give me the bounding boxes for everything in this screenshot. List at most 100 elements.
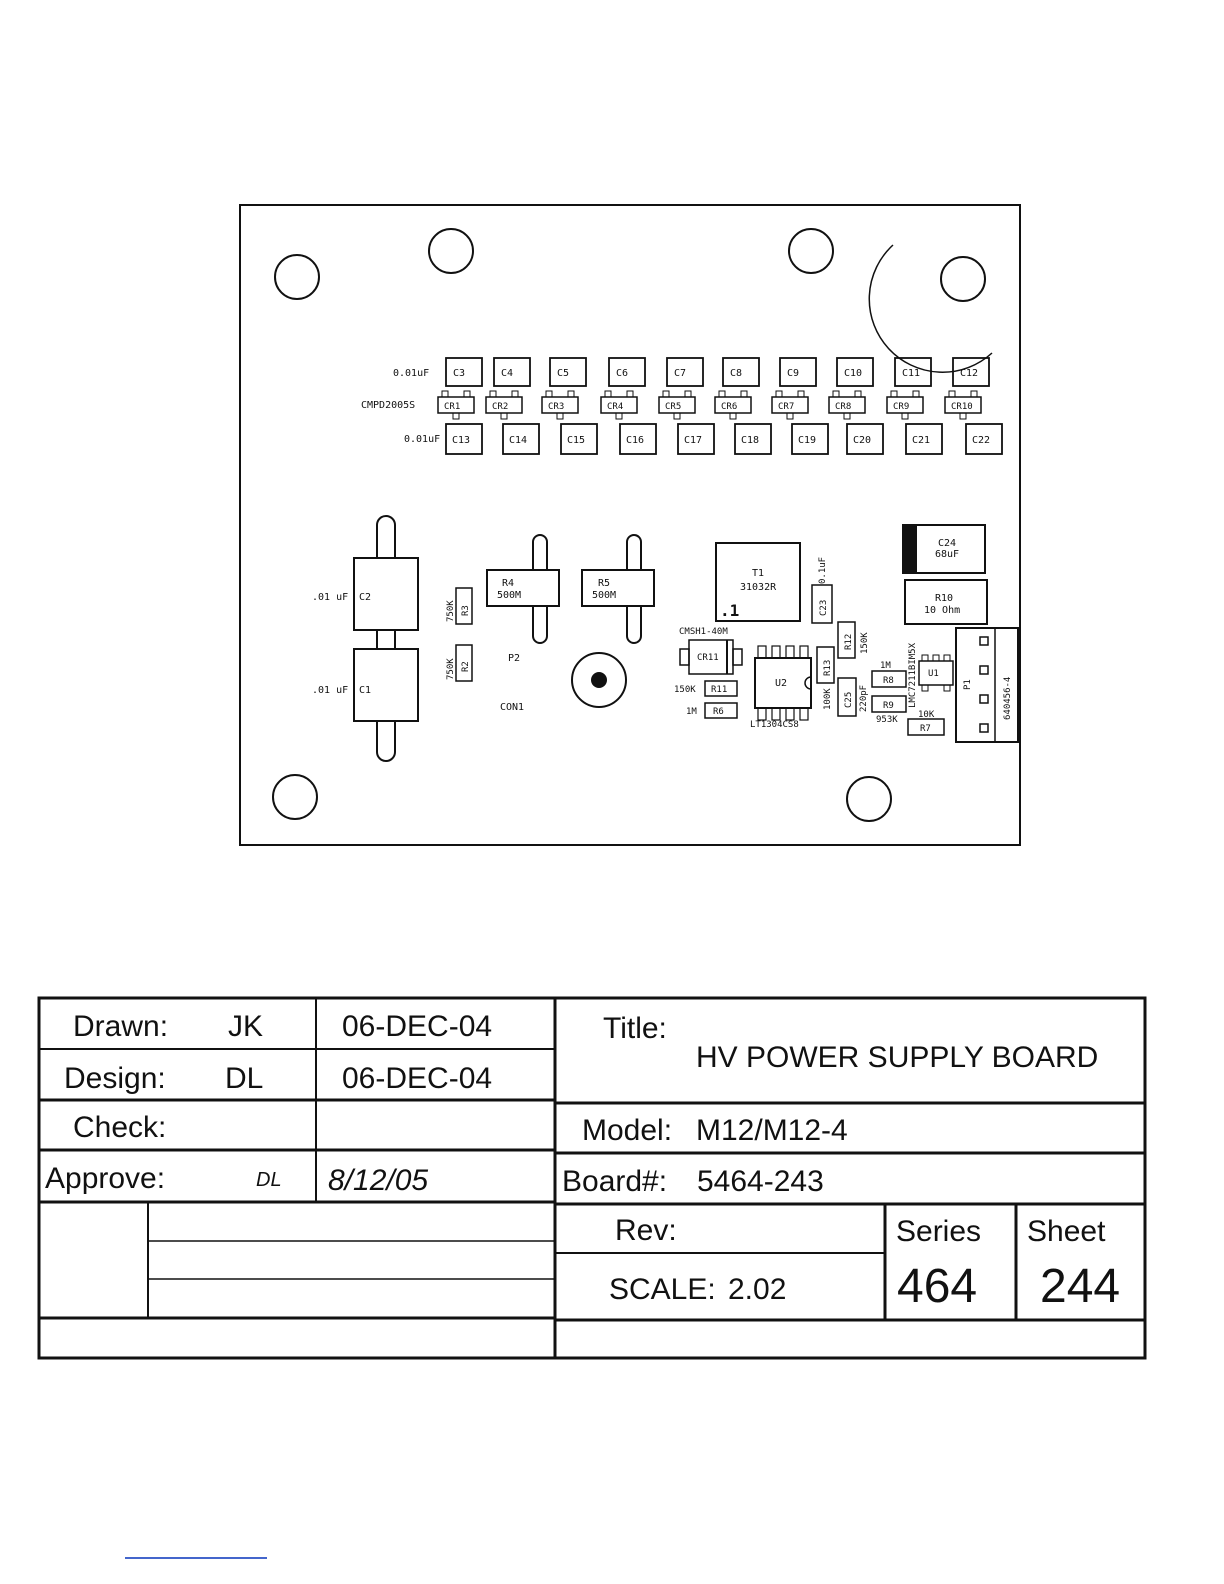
check-label: Check: (73, 1111, 166, 1144)
u2-notch (804, 676, 812, 690)
cr11-part: CMSH1-40M (679, 627, 728, 637)
diode-lead (843, 412, 851, 420)
capacitor-ref: C4 (501, 368, 513, 379)
mounting-hole (788, 228, 834, 274)
r11-value: 150K (674, 685, 696, 695)
capacitor (836, 357, 874, 387)
r12-value: 150K (860, 632, 870, 654)
r9-value: 953K (876, 715, 898, 725)
capacitor-ref: C8 (730, 368, 742, 379)
board-label: Board#: (562, 1165, 667, 1198)
drawn-label: Drawn: (73, 1010, 168, 1043)
ic-pin (771, 707, 781, 721)
c24-polarity (903, 525, 917, 573)
p2-label: P2 (508, 653, 520, 664)
mounting-hole (274, 254, 320, 300)
diode-lead (740, 390, 748, 398)
design-label: Design: (64, 1062, 166, 1095)
r12-ref: R12 (844, 634, 854, 650)
cr11-lead (679, 648, 690, 666)
p1-pin (979, 694, 989, 704)
capacitor (619, 423, 657, 455)
p1-pin (979, 636, 989, 646)
capacitor (560, 423, 598, 455)
approve-by: DL (256, 1169, 282, 1191)
diode-ref: CR4 (607, 402, 623, 412)
r6-resistor (704, 702, 738, 719)
footer-underline (125, 1557, 267, 1559)
u2-pins (757, 645, 809, 721)
capacitor (905, 423, 943, 455)
diode-lead (854, 390, 862, 398)
r5-value: 500M (592, 590, 616, 601)
capacitor-ref: C20 (853, 435, 871, 446)
model-label: Model: (582, 1114, 672, 1147)
board-outline (239, 204, 1021, 846)
sheet-label: Sheet (1027, 1215, 1106, 1248)
diode-ref: CR7 (778, 402, 794, 412)
diode-lead (452, 412, 460, 420)
r7-ref: R7 (920, 724, 931, 734)
r3-resistor (455, 587, 473, 625)
diode-lead (718, 390, 726, 398)
series-label: Series (896, 1215, 981, 1248)
r13-value: 100K (823, 688, 833, 710)
u1-pin (921, 654, 929, 662)
diode-lead (545, 390, 553, 398)
capacitor (965, 423, 1003, 455)
diode-lead (489, 390, 497, 398)
approve-label: Approve: (45, 1162, 165, 1195)
capacitor-ref: C12 (960, 368, 978, 379)
scale-value: 2.02 (728, 1273, 786, 1306)
diode-lead (441, 390, 449, 398)
u1-pin (932, 654, 940, 662)
diode-lead (890, 390, 898, 398)
rev-label: Rev: (615, 1214, 677, 1247)
scale-label: SCALE: (609, 1273, 716, 1306)
cr11-ref: CR11 (697, 653, 719, 663)
capacitor-ref: C18 (741, 435, 759, 446)
ic-pin (799, 707, 809, 721)
r5-ref: R5 (598, 578, 610, 589)
sheet-value: 244 (1040, 1260, 1120, 1313)
u1-pin (943, 654, 951, 662)
r4-ref: R4 (502, 578, 514, 589)
design-date: 06-DEC-04 (342, 1062, 492, 1095)
hv-rail-pad (376, 515, 396, 762)
capacitor-ref: C6 (616, 368, 628, 379)
r10-value: 10 Ohm (924, 605, 960, 616)
capacitor (894, 357, 932, 387)
diode-ref: CR8 (835, 402, 851, 412)
r8-ref: R8 (883, 676, 894, 686)
r7-resistor (907, 718, 945, 736)
diode-lead (729, 412, 737, 420)
capacitor (791, 423, 829, 455)
c23-ref: C23 (819, 600, 829, 616)
title-label: Title: (603, 1012, 667, 1045)
diode-lead (684, 390, 692, 398)
r3-value: 750K (446, 600, 456, 622)
diode-lead (567, 390, 575, 398)
p1-pin (979, 723, 989, 733)
diode-ref: CR10 (951, 402, 973, 412)
diode-lead (948, 390, 956, 398)
diode-lead (673, 412, 681, 420)
r6-ref: R6 (713, 707, 724, 717)
diode-lead (901, 412, 909, 420)
t1-dot: .1 (720, 601, 739, 620)
p1-part: 640456-4 (1003, 677, 1013, 720)
c23-value: 0.1uF (818, 557, 828, 584)
r7-value: 10K (918, 710, 935, 720)
u1-pin (921, 684, 929, 692)
diode-lead (775, 390, 783, 398)
diode-lead (970, 390, 978, 398)
diode-lead (832, 390, 840, 398)
capacitor (445, 423, 483, 455)
u2-ref: U2 (775, 678, 787, 689)
diode-lead (500, 412, 508, 420)
r2-resistor (455, 644, 473, 682)
capacitor-ref: C15 (567, 435, 585, 446)
mounting-hole (428, 228, 474, 274)
r2-ref: R2 (461, 661, 471, 672)
